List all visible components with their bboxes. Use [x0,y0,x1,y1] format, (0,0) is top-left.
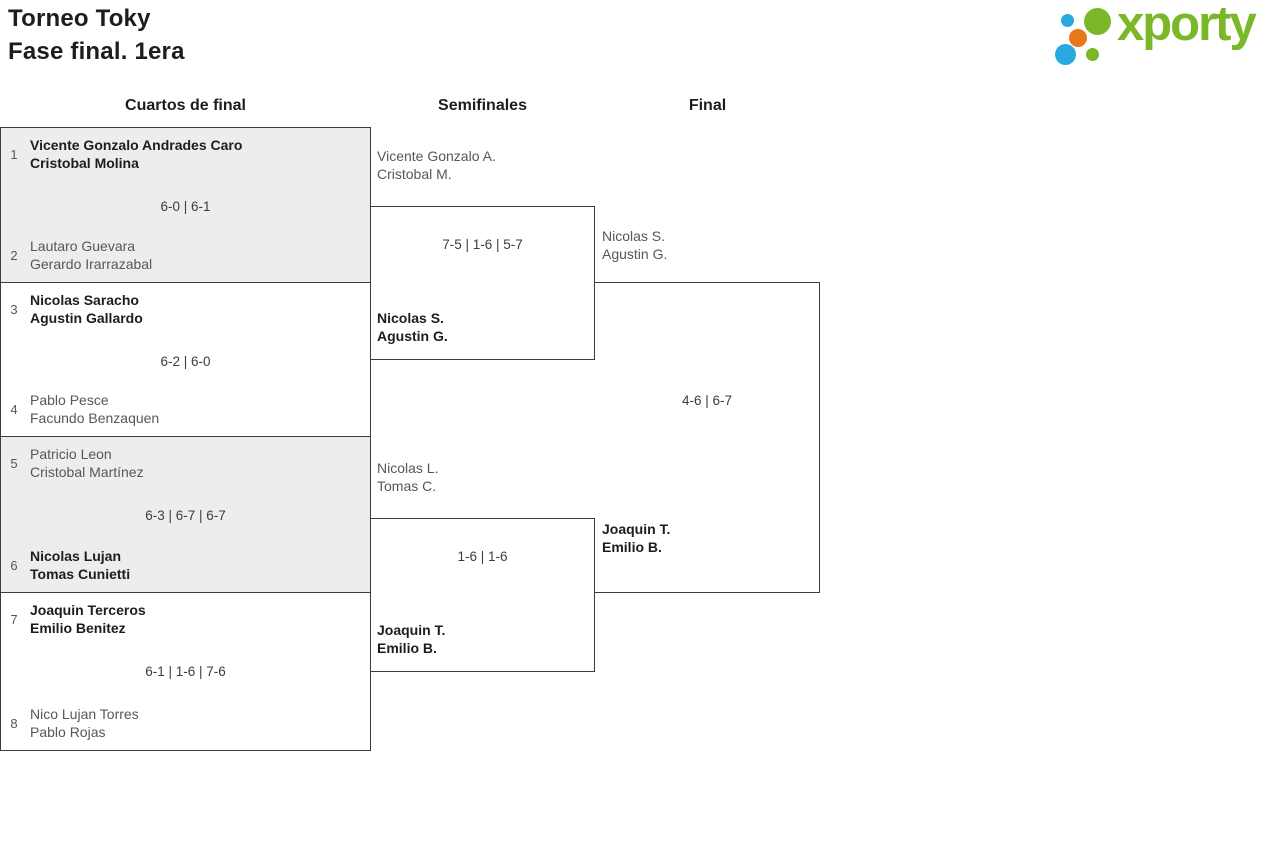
tournament-name: Torneo Toky [8,5,151,32]
qf-match-4-box: 7 Joaquin Terceros Emilio Benitez 6-1 | … [0,592,371,751]
xporty-dots-icon [1055,3,1119,68]
team-row: 8 Nico Lujan Torres Pablo Rojas [6,705,364,741]
seed-number: 2 [10,247,18,263]
match-score: 1-6 | 1-6 [457,549,508,564]
page-title: Torneo Toky Fase final. 1era [8,2,185,68]
logo-dot-green-large [1084,8,1111,35]
seed-number: 1 [10,146,18,162]
team-name: Pablo Pesce Facundo Benzaquen [30,392,160,426]
team-row: 4 Pablo Pesce Facundo Benzaquen [6,391,364,427]
sf-match-2-box: 1-6 | 1-6 Joaquin T. Emilio B. [370,518,595,672]
final-match-box: 4-6 | 6-7 Joaquin T. Emilio B. [595,282,820,593]
sf-match-1-box: 7-5 | 1-6 | 5-7 Nicolas S. Agustin G. [370,206,595,360]
sf1-winner-team: Nicolas S. Agustin G. [377,310,448,344]
team-row: 6 Nicolas Lujan Tomas Cunietti [6,547,364,583]
team-name: Joaquin Terceros Emilio Benitez [30,602,146,636]
team-name: Patricio Leon Cristobal Martínez [30,446,144,480]
seed-number: 6 [10,557,18,573]
match-score: 6-0 | 6-1 [160,199,211,214]
seed-number: 4 [10,401,18,417]
team-row: 3 Nicolas Saracho Agustin Gallardo [6,291,364,327]
team-row: 2 Lautaro Guevara Gerardo Irarrazabal [6,237,364,273]
logo-dot-blue-small [1061,14,1074,27]
seed-number: 7 [10,611,18,627]
logo-dot-blue-large [1055,44,1076,65]
phase-name: Fase final. 1era [8,38,185,65]
team-name: Lautaro Guevara Gerardo Irarrazabal [30,238,153,272]
qf-match-3-box: 5 Patricio Leon Cristobal Martínez 6-3 |… [0,436,371,593]
match-score: 6-1 | 1-6 | 7-6 [145,664,226,679]
logo-dot-orange [1069,29,1087,47]
sf2-top-team: Nicolas L. Tomas C. [377,460,439,494]
match-score: 4-6 | 6-7 [681,393,733,408]
round-header-semifinals: Semifinales [438,97,527,114]
team-name: Vicente Gonzalo Andrades Caro Cristobal … [30,137,243,171]
xporty-logo[interactable]: xporty [1055,0,1277,73]
seed-number: 3 [10,301,18,317]
team-row: 5 Patricio Leon Cristobal Martínez [6,445,364,481]
team-row: 1 Vicente Gonzalo Andrades Caro Cristoba… [6,136,364,172]
match-score: 6-2 | 6-0 [160,354,211,369]
round-header-final: Final [688,97,727,114]
qf-match-2-box: 3 Nicolas Saracho Agustin Gallardo 6-2 |… [0,282,371,437]
team-name: Nicolas Saracho Agustin Gallardo [30,292,143,326]
logo-wordmark: xporty [1117,0,1257,51]
seed-number: 8 [10,715,18,731]
round-header-quarterfinals: Cuartos de final [125,97,246,114]
team-row: 7 Joaquin Terceros Emilio Benitez [6,601,364,637]
final-winner-team: Joaquin T. Emilio B. [602,521,671,555]
sf1-top-team: Vicente Gonzalo A. Cristobal M. [377,148,496,182]
qf-match-1-box: 1 Vicente Gonzalo Andrades Caro Cristoba… [0,127,371,283]
sf2-winner-team: Joaquin T. Emilio B. [377,622,446,656]
match-score: 7-5 | 1-6 | 5-7 [442,237,523,252]
team-name: Nicolas Lujan Tomas Cunietti [30,548,131,582]
team-name: Nico Lujan Torres Pablo Rojas [30,706,139,740]
seed-number: 5 [10,455,18,471]
match-score: 6-3 | 6-7 | 6-7 [145,508,226,523]
logo-dot-green-small [1086,48,1099,61]
final-top-team: Nicolas S. Agustin G. [602,228,668,262]
